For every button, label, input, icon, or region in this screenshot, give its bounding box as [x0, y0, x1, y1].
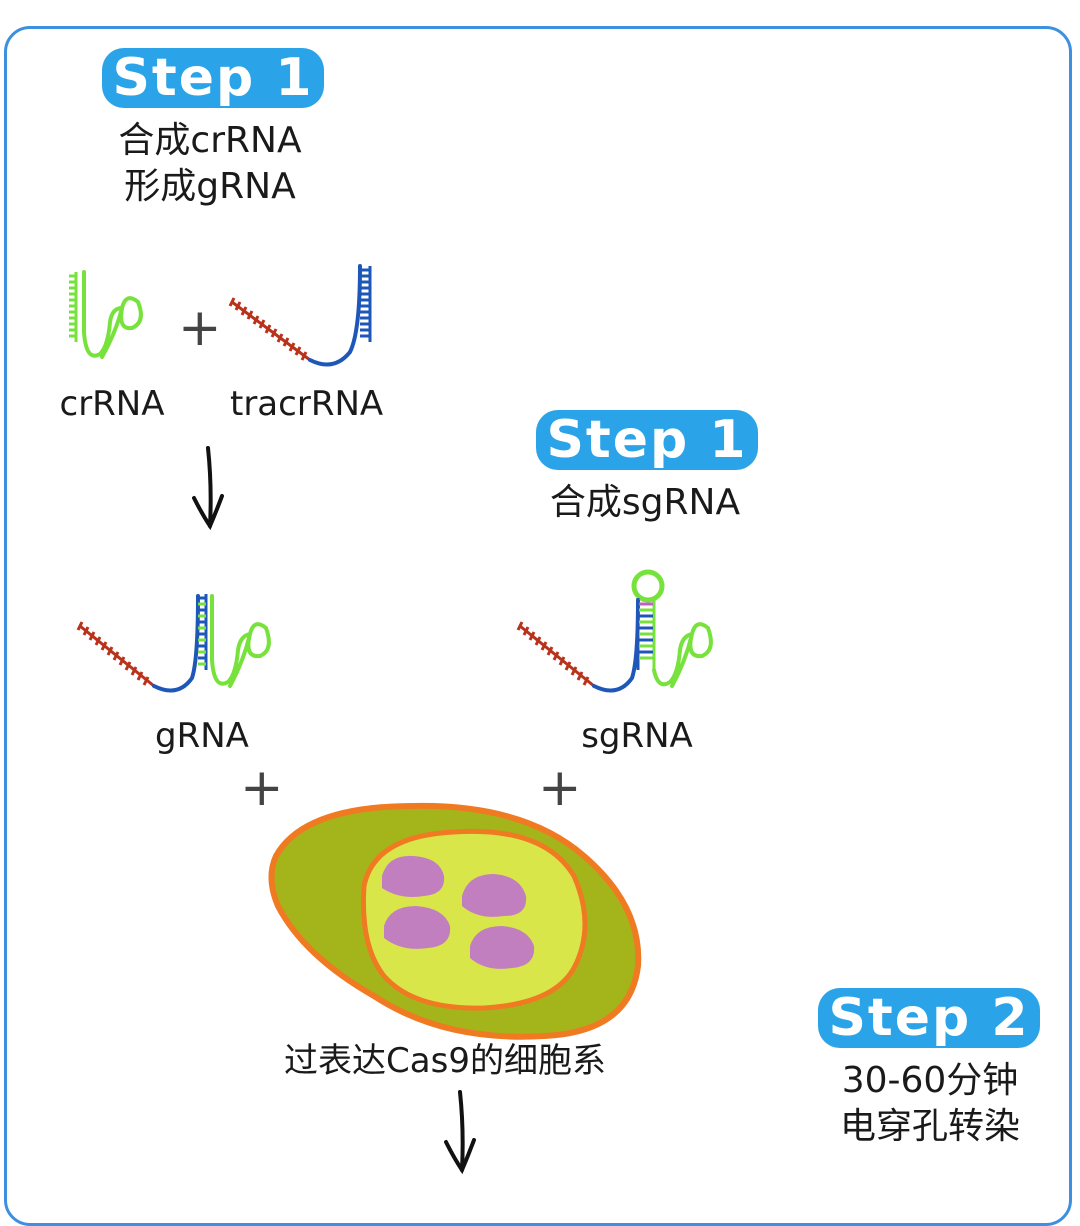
step1-right-caption: 合成sgRNA: [549, 482, 741, 523]
step1-right-badge: Step 1: [536, 410, 758, 470]
arrow-down-icon: [192, 446, 224, 531]
grna-icon: [76, 594, 271, 693]
sgrna-label: sgRNA: [581, 716, 693, 756]
plus-sign-left: +: [240, 758, 284, 818]
plus-sign-top: +: [178, 298, 222, 358]
step1-left-badge: Step 1: [102, 48, 324, 108]
step2-badge: Step 2: [818, 988, 1040, 1048]
step1-left-caption-line1: 合成crRNA: [118, 120, 302, 161]
grna-label: gRNA: [155, 716, 249, 756]
step2-caption-line1: 30-60分钟: [841, 1060, 1019, 1101]
cell-icon: [268, 802, 642, 1040]
plus-sign-right: +: [538, 758, 582, 818]
crrna-label: crRNA: [59, 384, 165, 424]
arrow-down-icon-bottom: [444, 1090, 476, 1175]
tracrrna-icon: [228, 264, 372, 367]
crrna-icon: [69, 270, 143, 359]
tracrrna-label: tracrRNA: [230, 384, 384, 424]
cell-caption: 过表达Cas9的细胞系: [284, 1041, 606, 1081]
step1-left-caption-line2: 形成gRNA: [124, 166, 296, 207]
sgrna-icon: [516, 569, 713, 693]
step2-caption-line2: 电穿孔转染: [839, 1106, 1020, 1147]
